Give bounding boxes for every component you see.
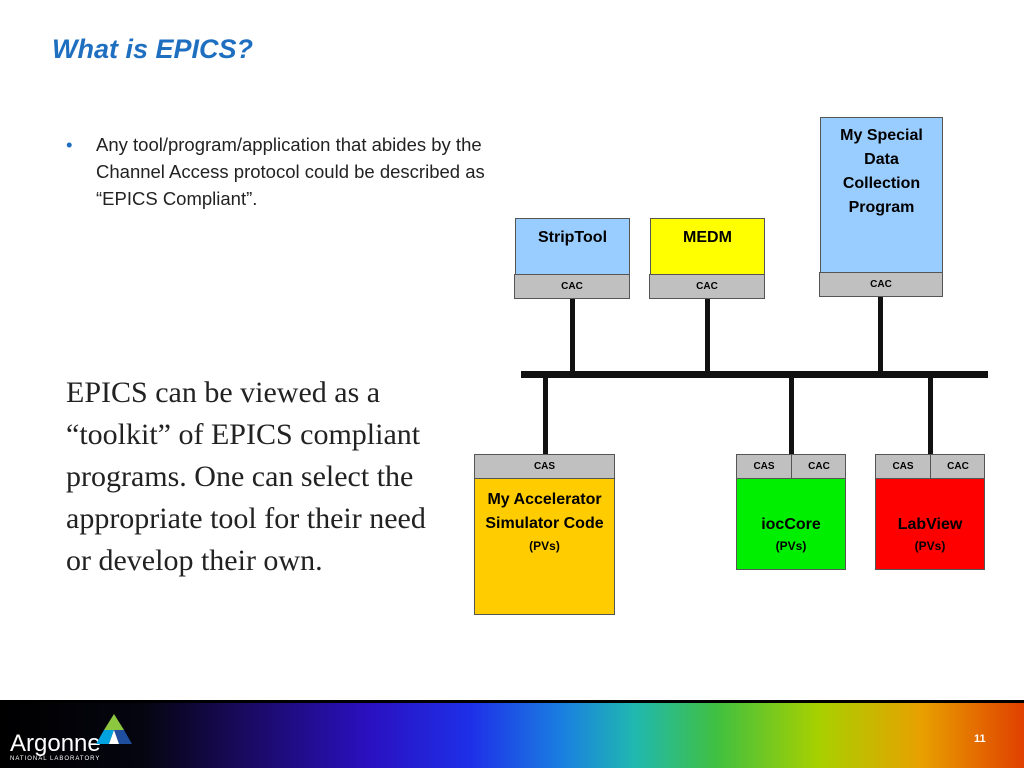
body-text: EPICS can be viewed as a “toolkit” of EP… [66,376,426,577]
connector-special [878,297,883,373]
cas-cac-bar: CAS CAC [875,454,985,479]
network-bus [521,371,988,378]
server-label: iocCore [761,516,821,533]
connector-labview [928,376,933,454]
connector-ioccore [789,376,794,454]
cac-cell: CAC [931,455,985,478]
cas-bar: CAS [474,454,615,479]
interface-label: CAS [753,461,775,472]
client-box-medm: MEDM [650,218,765,276]
slide-title: What is EPICS? [52,34,254,64]
interface-label: CAC [808,461,830,472]
interface-label: CAS [892,461,914,472]
interface-label: CAS [533,461,556,472]
server-box-simulator: My Accelerator Simulator Code (PVs) [474,478,615,615]
interface-label: CAC [696,281,718,292]
bullet-text: Any tool/program/application that abides… [96,134,485,209]
server-pvs: (PVs) [529,539,560,553]
server-pvs: (PVs) [775,539,807,553]
server-label: LabView [897,516,963,533]
interface-label: CAC [870,279,892,290]
interface-label: CAC [947,461,969,472]
cac-cell: CAC [792,455,846,478]
cac-bar: CAC [514,274,630,299]
interface-label: CAC [561,281,583,292]
connector-medm [705,299,710,373]
client-box-special: My Special Data Collection Program [820,117,943,275]
connector-simulator [543,376,548,454]
cac-bar: CAC [649,274,765,299]
client-label: MEDM [683,229,732,246]
bullet-dot: • [66,134,73,155]
cas-cell: CAS [876,455,931,478]
footer-divider [0,700,1024,703]
footer-bar [0,703,1024,768]
logo-text: Argonne [10,730,101,757]
argonne-logo: Argonne NATIONAL LABORATORY [10,712,140,764]
cas-cell: CAS [737,455,792,478]
server-box-ioccore: iocCore (PVs) [736,478,846,570]
server-label: My Accelerator Simulator Code [485,491,604,532]
client-label: StripTool [537,229,608,246]
cas-cac-bar: CAS CAC [736,454,846,479]
client-label: My Special Data Collection Program [840,127,923,216]
logo-subtext: NATIONAL LABORATORY [10,756,101,762]
connector-striptool [570,299,575,373]
argonne-triangle-logo-icon [96,714,132,744]
client-box-striptool: StripTool [515,218,630,276]
page-number: 11 [974,733,986,745]
cac-bar: CAC [819,272,943,297]
server-pvs: (PVs) [914,539,946,553]
server-box-labview: LabView (PVs) [875,478,985,570]
